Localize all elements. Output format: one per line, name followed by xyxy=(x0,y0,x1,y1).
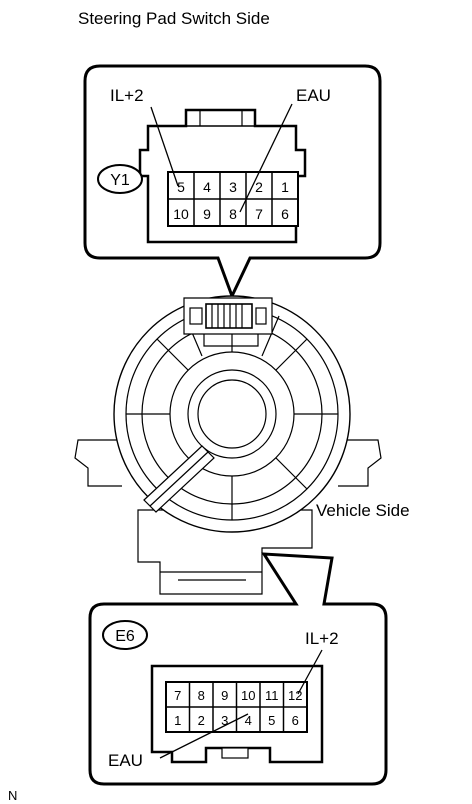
y1-pin-5: 5 xyxy=(177,179,185,195)
e6-id-oval xyxy=(102,620,148,650)
y1-leader-eau xyxy=(239,103,293,213)
e6-pin-6: 6 xyxy=(292,713,299,728)
spiral-cable-assembly xyxy=(74,295,382,595)
e6-pin-3: 3 xyxy=(221,713,228,728)
y1-leader-il2 xyxy=(150,106,179,187)
e6-pin-11: 11 xyxy=(265,688,279,703)
y1-label-eau: EAU xyxy=(296,86,331,105)
e6-leader-eau xyxy=(159,713,249,759)
y1-connector xyxy=(138,108,307,244)
y1-pin-7: 7 xyxy=(255,206,263,222)
e6-label-eau: EAU xyxy=(108,751,143,770)
y1-pin-2: 2 xyxy=(255,179,263,195)
e6-pin-5: 5 xyxy=(268,713,275,728)
y1-id-label: Y1 xyxy=(110,172,130,189)
e6-pin-10: 10 xyxy=(241,688,255,703)
y1-pin-10: 10 xyxy=(173,206,189,222)
e6-label-il2: IL+2 xyxy=(305,629,339,648)
y1-pin-9: 9 xyxy=(203,206,211,222)
e6-id-label: E6 xyxy=(115,628,135,645)
e6-leader-il2 xyxy=(297,649,323,695)
y1-id-oval xyxy=(97,164,143,194)
y1-pin-4: 4 xyxy=(203,179,211,195)
y1-pin-8: 8 xyxy=(229,206,237,222)
e6-pin-9: 9 xyxy=(221,688,228,703)
y1-pin-3: 3 xyxy=(229,179,237,195)
e6-pin-4: 4 xyxy=(245,713,252,728)
e6-connector xyxy=(150,664,324,764)
e6-pin-2: 2 xyxy=(198,713,205,728)
y1-pin-1: 1 xyxy=(281,179,289,195)
diagram-title: Steering Pad Switch Side xyxy=(78,9,270,28)
e6-pin-1: 1 xyxy=(174,713,181,728)
y1-label-il2: IL+2 xyxy=(110,86,144,105)
e6-pin-7: 7 xyxy=(174,688,181,703)
corner-mark: N xyxy=(8,788,17,803)
y1-pin-6: 6 xyxy=(281,206,289,222)
vehicle-side-label: Vehicle Side xyxy=(316,501,410,520)
e6-pin-8: 8 xyxy=(198,688,205,703)
